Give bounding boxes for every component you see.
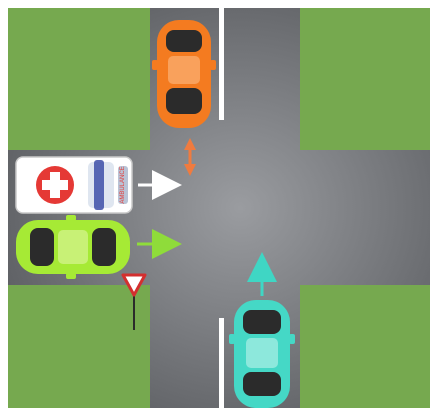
lane-marking-bottom (219, 318, 224, 408)
ambulance-text: AMBULANCE (120, 166, 126, 203)
orange-car[interactable] (152, 20, 216, 128)
lime-car[interactable] (16, 215, 130, 279)
grass-top-left (8, 8, 150, 150)
grass-bottom-left (8, 285, 150, 408)
ambulance[interactable]: AMBULANCE (16, 157, 132, 213)
lane-marking-top (219, 8, 224, 120)
grass-bottom-right (300, 285, 430, 408)
teal-car[interactable] (229, 300, 295, 408)
grass-top-right (300, 8, 430, 150)
